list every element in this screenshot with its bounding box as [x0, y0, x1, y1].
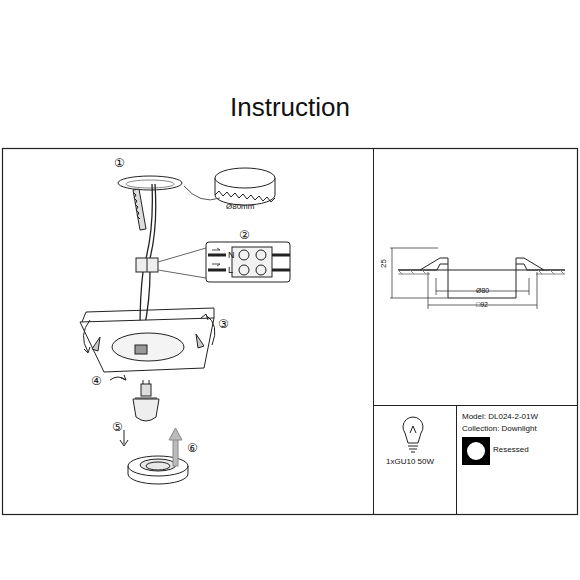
dimension: □92	[476, 301, 488, 308]
page-title: Instruction	[0, 94, 580, 120]
callout-number: ⑤	[112, 421, 123, 433]
lamp-panel: 1xGU10 50W	[374, 406, 456, 514]
callout-number: ①	[114, 157, 125, 169]
panel-text: Model: DL024-2-01W	[462, 413, 538, 421]
callout-number: ⑥	[187, 442, 198, 454]
callout-number: ③	[218, 318, 229, 330]
callout-number: ②	[239, 229, 250, 241]
terminal-name: L	[228, 266, 233, 275]
dimension: Ø80mm	[226, 203, 254, 211]
recessed-symbol	[462, 437, 490, 465]
panel-text: Resessed	[493, 446, 529, 454]
model-panel: Model: DL024-2-01W Collection: DownlightR…	[457, 406, 577, 514]
panel-text: Collection: Downlight	[462, 425, 537, 433]
panel-text: 1xGU10 50W	[386, 458, 434, 466]
callout-number: ④	[91, 375, 102, 387]
dimension: Ø80	[476, 287, 489, 294]
dimension: 25	[380, 259, 388, 268]
terminal-name: N	[228, 251, 235, 260]
